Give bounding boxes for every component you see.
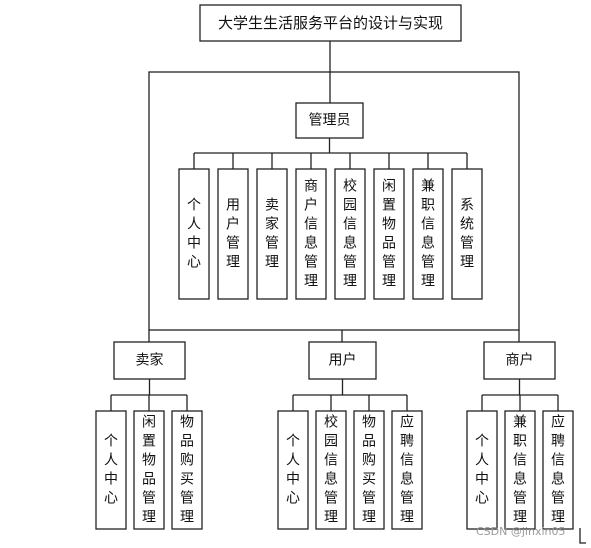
admin-modules: 个人中心 用户管理 卖家管理 商户信息管理 校园信息管理 闲置物品管理 兼职信息管理 系统管理: [178, 138, 483, 300]
user-module: 个人中心: [277, 395, 309, 530]
admin-module-box: [412, 168, 444, 300]
merchant-module: 个人中心: [466, 395, 498, 530]
merchant-modules: 个人中心 兼职信息管理 应聘信息管理: [466, 379, 574, 530]
merchant-module-label: 应聘信息管理: [551, 414, 565, 526]
merchant-module-label: 个人中心: [475, 434, 489, 507]
merchant-node: 商户: [483, 341, 556, 380]
admin-module-box: [178, 168, 210, 300]
merchant-module-box: [466, 410, 498, 530]
admin-label: 管理员: [309, 113, 351, 129]
admin-module: 用户管理: [217, 153, 249, 300]
merchant-module-label: 兼职信息管理: [513, 415, 527, 526]
admin-module-label: 用户管理: [226, 198, 240, 271]
admin-module: 个人中心: [178, 153, 210, 300]
user-module-label: 应聘信息管理: [400, 414, 414, 526]
seller-module: 物品购买管理: [171, 395, 203, 530]
admin-module-box: [256, 168, 288, 300]
seller-modules: 个人中心 闲置物品管理 物品购买管理: [95, 379, 203, 530]
admin-module: 闲置物品管理: [373, 153, 405, 300]
user-module-box: [277, 410, 309, 530]
merchant-label: 商户: [506, 352, 534, 369]
user-module-label: 个人中心: [286, 434, 300, 507]
role-frame: [148, 71, 520, 331]
user-module-label: 物品购买管理: [362, 415, 376, 526]
admin-module-box: [451, 168, 483, 300]
watermark: CSDN @jinxin05: [476, 525, 565, 538]
seller-module-label: 个人中心: [104, 434, 118, 507]
seller-module-box: [171, 410, 203, 530]
admin-module-box: [217, 168, 249, 300]
admin-module-label: 卖家管理: [265, 198, 279, 271]
seller-module-label: 闲置物品管理: [142, 415, 156, 526]
seller-module: 个人中心: [95, 395, 127, 530]
merchant-module-box: [542, 410, 574, 530]
admin-module: 系统管理: [451, 153, 483, 300]
seller-module-box: [133, 410, 165, 530]
seller-module-box: [95, 410, 127, 530]
admin-module-label: 校园信息管理: [343, 178, 357, 290]
diagram-title: 大学生生活服务平台的设计与实现: [218, 14, 443, 32]
seller-node: 卖家: [113, 341, 186, 380]
admin-module-box: [373, 168, 405, 300]
admin-module: 校园信息管理: [334, 153, 366, 300]
admin-module: 卖家管理: [256, 153, 288, 300]
corner-mark: [579, 528, 586, 544]
admin-module-box: [295, 168, 327, 300]
user-module: 校园信息管理: [315, 395, 347, 530]
admin-module-box: [334, 168, 366, 300]
user-module: 应聘信息管理: [391, 395, 423, 530]
admin-module: 兼职信息管理: [412, 153, 444, 300]
user-label: 用户: [329, 352, 357, 369]
seller-label: 卖家: [136, 352, 164, 369]
user-modules: 个人中心 校园信息管理 物品购买管理 应聘信息管理: [277, 379, 423, 530]
seller-module: 闲置物品管理: [133, 395, 165, 530]
merchant-module-box: [504, 410, 536, 530]
admin-module-label: 商户信息管理: [304, 179, 318, 290]
admin-module-label: 闲置物品管理: [382, 179, 396, 290]
user-node: 用户: [308, 341, 377, 380]
user-module-box: [353, 410, 385, 530]
admin-node: 管理员: [295, 102, 364, 139]
merchant-module: 兼职信息管理: [504, 395, 536, 530]
admin-module: 商户信息管理: [295, 153, 327, 300]
admin-module-label: 兼职信息管理: [421, 179, 435, 290]
user-module: 物品购买管理: [353, 395, 385, 530]
user-module-label: 校园信息管理: [324, 414, 338, 526]
user-module-box: [315, 410, 347, 530]
title-node: 大学生生活服务平台的设计与实现: [199, 4, 462, 42]
user-module-box: [391, 410, 423, 530]
seller-module-label: 物品购买管理: [180, 415, 194, 526]
admin-module-label: 系统管理: [460, 198, 474, 271]
admin-module-label: 个人中心: [187, 198, 201, 271]
merchant-module: 应聘信息管理: [542, 395, 574, 530]
